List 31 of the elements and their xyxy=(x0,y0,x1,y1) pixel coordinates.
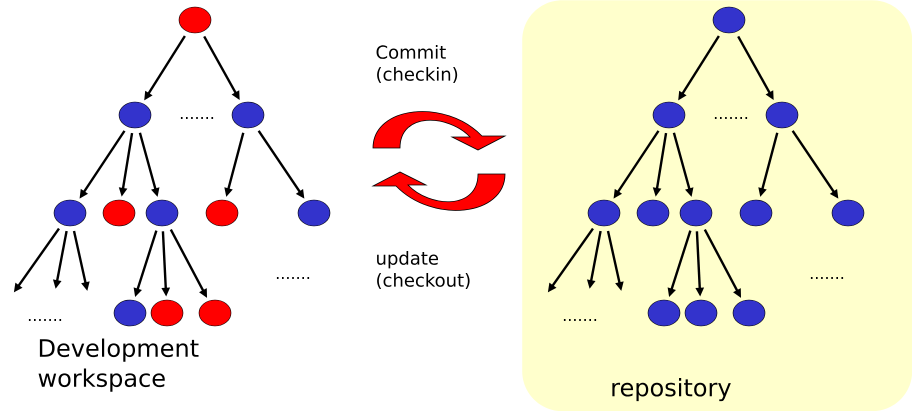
tree-node xyxy=(102,200,136,226)
tree-node xyxy=(680,200,712,226)
tree-node xyxy=(232,102,264,128)
tree-node xyxy=(114,300,146,326)
tree-node xyxy=(684,300,718,326)
ellipsis: ....... xyxy=(810,277,844,279)
tree-node xyxy=(206,200,238,226)
tree-node xyxy=(732,300,766,326)
ellipsis: ....... xyxy=(276,277,310,279)
tree-node xyxy=(298,200,330,226)
tree-node xyxy=(832,200,864,226)
tree-node xyxy=(150,300,184,326)
tree-node xyxy=(178,6,212,34)
tree-node xyxy=(588,200,620,226)
action-label: update (checkout) xyxy=(377,250,470,289)
tree-node xyxy=(740,200,772,226)
tree-node xyxy=(636,200,670,226)
ellipsis: ....... xyxy=(28,319,62,321)
tree-node xyxy=(652,102,686,128)
tree-node xyxy=(146,200,178,226)
tree-node xyxy=(118,102,152,128)
tree-node xyxy=(198,300,232,326)
workspace-label: Development workspace xyxy=(38,338,199,392)
tree-node xyxy=(648,300,680,326)
tree-node xyxy=(766,102,798,128)
tree-node xyxy=(712,6,746,34)
action-label: Commit (checkin) xyxy=(376,44,458,84)
ellipsis: ....... xyxy=(564,319,596,321)
ellipsis: ....... xyxy=(180,117,214,119)
ellipsis: ....... xyxy=(714,117,748,119)
tree-node xyxy=(54,200,86,226)
